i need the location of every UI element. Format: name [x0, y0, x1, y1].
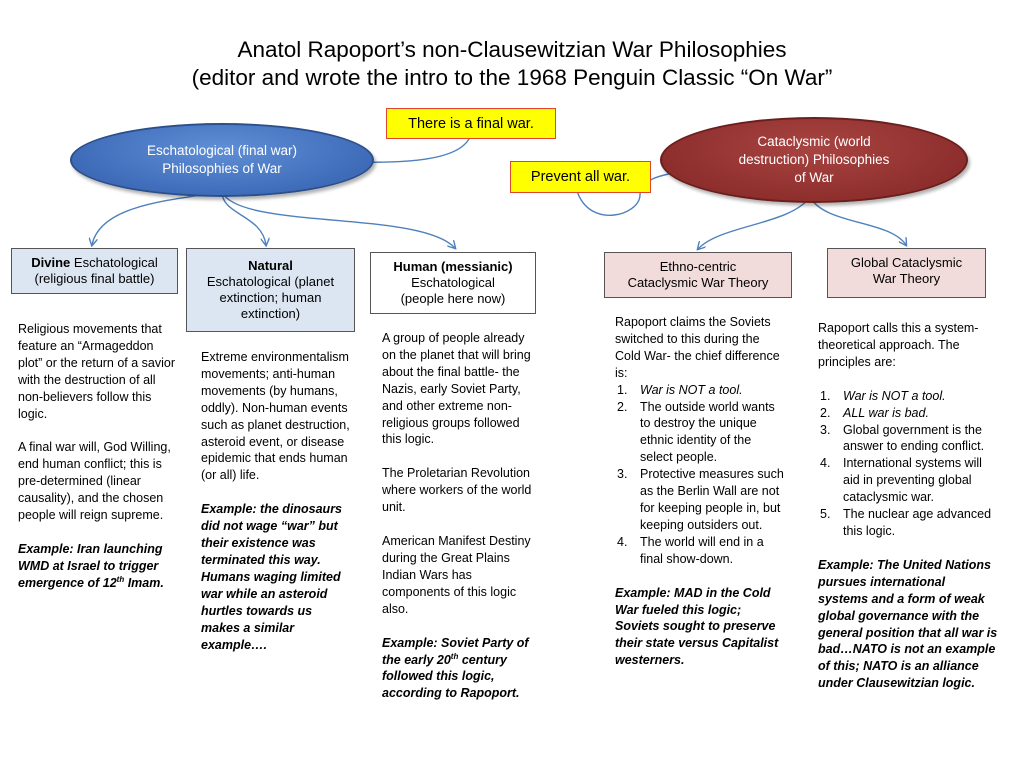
list-item: 3.Global government is the answer to end…	[820, 422, 985, 454]
ethno-line-2: Cataclysmic War Theory	[627, 275, 769, 290]
title-line-1: Anatol Rapoport’s non-Clausewitzian War …	[237, 37, 787, 62]
prevent-war-callout: Prevent all war.	[510, 161, 651, 193]
ethno-description: Rapoport claims the Soviets switched to …	[615, 314, 785, 686]
callout-prevent-connector	[576, 172, 680, 217]
ethno-list: 1.War is NOT a tool. 2.The outside world…	[615, 382, 785, 568]
divine-line-2: (religious final battle)	[34, 271, 155, 286]
eschatological-line-1: Eschatological (final war)	[146, 143, 298, 158]
eschatological-line-2: Philosophies of War	[162, 161, 282, 176]
divine-bold: Divine	[31, 255, 71, 270]
list-item: 2.The outside world wants to destroy the…	[617, 399, 775, 465]
global-intro: Rapoport calls this a system-theoretical…	[818, 321, 979, 369]
cataclysmic-oval: Cataclysmic (world destruction) Philosop…	[660, 117, 968, 203]
arrow-to-human	[221, 191, 455, 248]
divine-rest: Eschatological	[70, 255, 158, 270]
arrow-to-divine	[92, 191, 223, 245]
list-item: 4.International systems will aid in prev…	[820, 456, 982, 505]
list-item: 1.War is NOT a tool.	[617, 382, 743, 397]
natural-line-3: extinction; human	[219, 290, 322, 305]
ethno-intro: Rapoport claims the Soviets switched to …	[615, 315, 780, 380]
global-line-1: Global Cataclysmic	[850, 255, 963, 270]
natural-paragraph-1: Extreme environmentalism movements; anti…	[201, 350, 350, 483]
arrow-to-natural	[221, 191, 266, 245]
human-paragraph-2: The Proletarian Revolution where workers…	[382, 466, 532, 515]
human-paragraph-3: American Manifest Destiny during the Gre…	[382, 534, 531, 616]
human-example: Example: Soviet Party of the early 20th …	[382, 635, 529, 701]
human-description: A group of people already on the planet …	[382, 330, 534, 719]
list-item: 1.War is NOT a tool.	[820, 388, 946, 403]
global-list: 1.War is NOT a tool. 2.ALL war is bad. 3…	[818, 388, 998, 540]
divine-paragraph-1: Religious movements that feature an “Arm…	[18, 322, 176, 421]
natural-eschatological-box: Natural Eschatological (planet extinctio…	[186, 248, 355, 332]
cataclysmic-line-2: destruction) Philosophies	[738, 152, 890, 167]
divine-description: Religious movements that feature an “Arm…	[18, 321, 178, 609]
global-example: Example: The United Nations pursues inte…	[818, 557, 998, 691]
list-item: 3.Protective measures such as the Berlin…	[617, 467, 784, 532]
arrow-to-ethno	[698, 196, 811, 249]
natural-line-2: Eschatological (planet	[206, 274, 335, 289]
eschatological-oval: Eschatological (final war) Philosophies …	[70, 123, 374, 197]
divine-example: Example: Iran launching WMD at Israel to…	[18, 541, 164, 590]
ethno-line-1: Ethno-centric	[659, 259, 737, 274]
global-description: Rapoport calls this a system-theoretical…	[818, 320, 998, 709]
title-line-2: (editor and wrote the intro to the 1968 …	[191, 65, 833, 90]
final-war-callout: There is a final war.	[386, 108, 556, 139]
natural-bold: Natural	[248, 258, 293, 273]
ethno-centric-box: Ethno-centric Cataclysmic War Theory	[604, 252, 792, 298]
list-item: 5.The nuclear age advanced this logic.	[820, 507, 992, 538]
page-title: Anatol Rapoport’s non-Clausewitzian War …	[0, 36, 1024, 92]
human-paragraph-1: A group of people already on the planet …	[382, 331, 531, 447]
human-eschatological-box: Human (messianic) Eschatological (people…	[370, 252, 536, 314]
arrow-to-global	[809, 196, 906, 245]
cataclysmic-line-3: of War	[794, 170, 834, 185]
natural-line-4: extinction)	[240, 306, 301, 321]
divine-eschatological-box: Divine Eschatological (religious final b…	[11, 248, 178, 294]
global-line-2: War Theory	[872, 271, 941, 286]
natural-description: Extreme environmentalism movements; anti…	[201, 349, 351, 670]
human-line-3: (people here now)	[400, 291, 506, 306]
human-bold: Human (messianic)	[393, 259, 513, 274]
ethno-example: Example: MAD in the Cold War fueled this…	[615, 585, 779, 668]
human-line-2: Eschatological	[411, 275, 495, 290]
divine-paragraph-2: A final war will, God Willing, end human…	[18, 440, 171, 523]
list-item: 4.The world will end in a final show-dow…	[617, 534, 764, 566]
natural-example: Example: the dinosaurs did not wage “war…	[201, 502, 343, 652]
global-cataclysmic-box: Global Cataclysmic War Theory	[827, 248, 986, 298]
list-item: 2.ALL war is bad.	[820, 405, 929, 420]
cataclysmic-line-1: Cataclysmic (world	[757, 134, 871, 149]
